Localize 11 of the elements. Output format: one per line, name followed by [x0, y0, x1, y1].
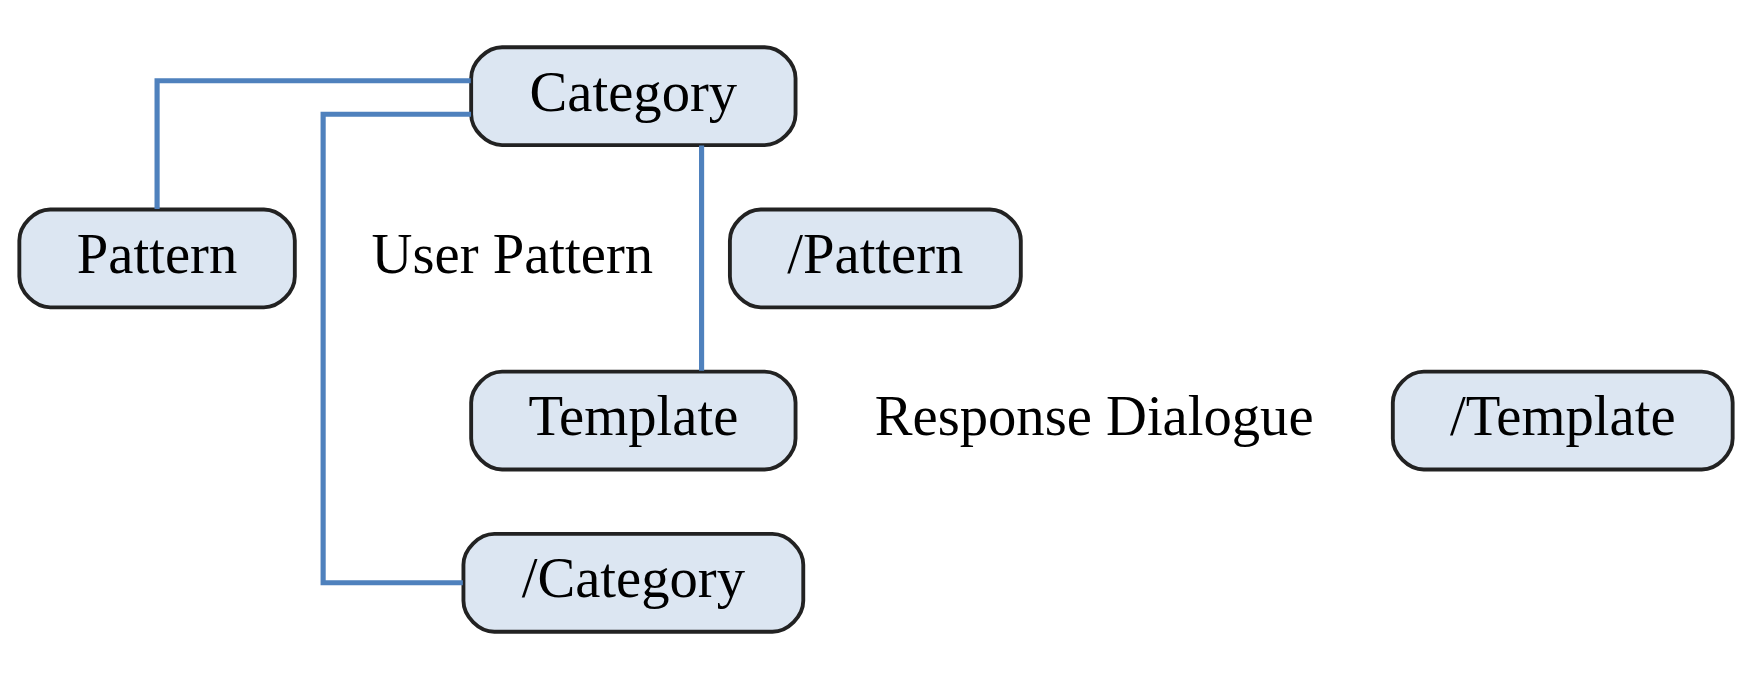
node-box: /Category: [461, 531, 806, 634]
label: Response Dialogue: [874, 384, 1314, 447]
connector: [699, 145, 705, 371]
node-box: Pattern: [17, 207, 297, 309]
node-box: Template: [469, 369, 798, 471]
node-box: /Template: [1390, 369, 1735, 471]
connector: [320, 111, 471, 585]
node-box: /Pattern: [727, 207, 1023, 309]
connector: [154, 77, 471, 209]
label: User Pattern: [371, 222, 654, 285]
node-box: Category: [469, 44, 798, 147]
